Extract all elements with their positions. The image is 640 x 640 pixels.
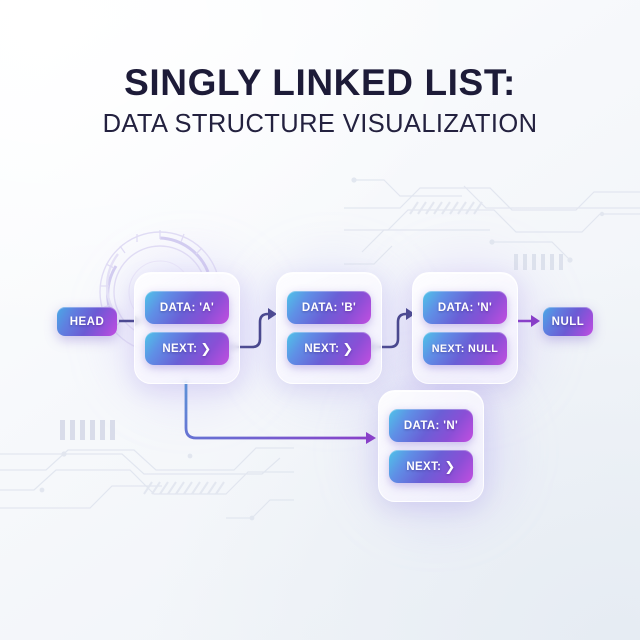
node-d-next-pill[interactable]: NEXT: ❯ <box>389 450 473 483</box>
connector-node-b-to-node-c <box>368 308 415 349</box>
chevron-right-icon: ❯ <box>342 341 354 356</box>
node-b-data-pill[interactable]: DATA: 'B' <box>287 291 371 324</box>
node-c-data-pill[interactable]: DATA: 'N' <box>423 291 507 324</box>
node-c-data-label: DATA: 'N' <box>437 301 493 314</box>
node-d-data-label: DATA: 'N' <box>403 419 459 432</box>
list-node-b[interactable]: DATA: 'B' NEXT: ❯ <box>276 272 382 384</box>
null-badge-label: NULL <box>551 315 585 328</box>
node-d-data-pill[interactable]: DATA: 'N' <box>389 409 473 442</box>
header: SINGLY LINKED LIST: DATA STRUCTURE VISUA… <box>0 62 640 139</box>
connector-node-a-to-node-d <box>184 380 376 444</box>
node-b-data-label: DATA: 'B' <box>301 301 357 314</box>
head-badge[interactable]: HEAD <box>57 307 117 336</box>
list-node-d[interactable]: DATA: 'N' NEXT: ❯ <box>378 390 484 502</box>
node-d-next-label: NEXT: <box>406 460 442 473</box>
list-node-a[interactable]: DATA: 'A' NEXT: ❯ <box>134 272 240 384</box>
connector-node-a-to-node-b <box>228 308 277 349</box>
head-badge-label: HEAD <box>69 315 105 328</box>
chevron-right-icon: ❯ <box>444 459 456 474</box>
node-c-next-label: NEXT: NULL <box>431 342 499 355</box>
list-node-c[interactable]: DATA: 'N' NEXT: NULL <box>412 272 518 384</box>
node-b-next-label: NEXT: <box>304 342 340 355</box>
chevron-right-icon: ❯ <box>200 341 212 356</box>
node-a-data-pill[interactable]: DATA: 'A' <box>145 291 229 324</box>
page-subtitle: DATA STRUCTURE VISUALIZATION <box>102 110 538 139</box>
connector-node-c-to-null <box>518 315 540 327</box>
node-a-next-pill[interactable]: NEXT: ❯ <box>145 332 229 365</box>
node-a-data-label: DATA: 'A' <box>159 301 215 314</box>
node-c-next-pill[interactable]: NEXT: NULL <box>423 332 507 365</box>
node-a-next-label: NEXT: <box>162 342 198 355</box>
page-title: SINGLY LINKED LIST: <box>124 62 516 103</box>
node-b-next-pill[interactable]: NEXT: ❯ <box>287 332 371 365</box>
null-badge[interactable]: NULL <box>543 307 593 336</box>
